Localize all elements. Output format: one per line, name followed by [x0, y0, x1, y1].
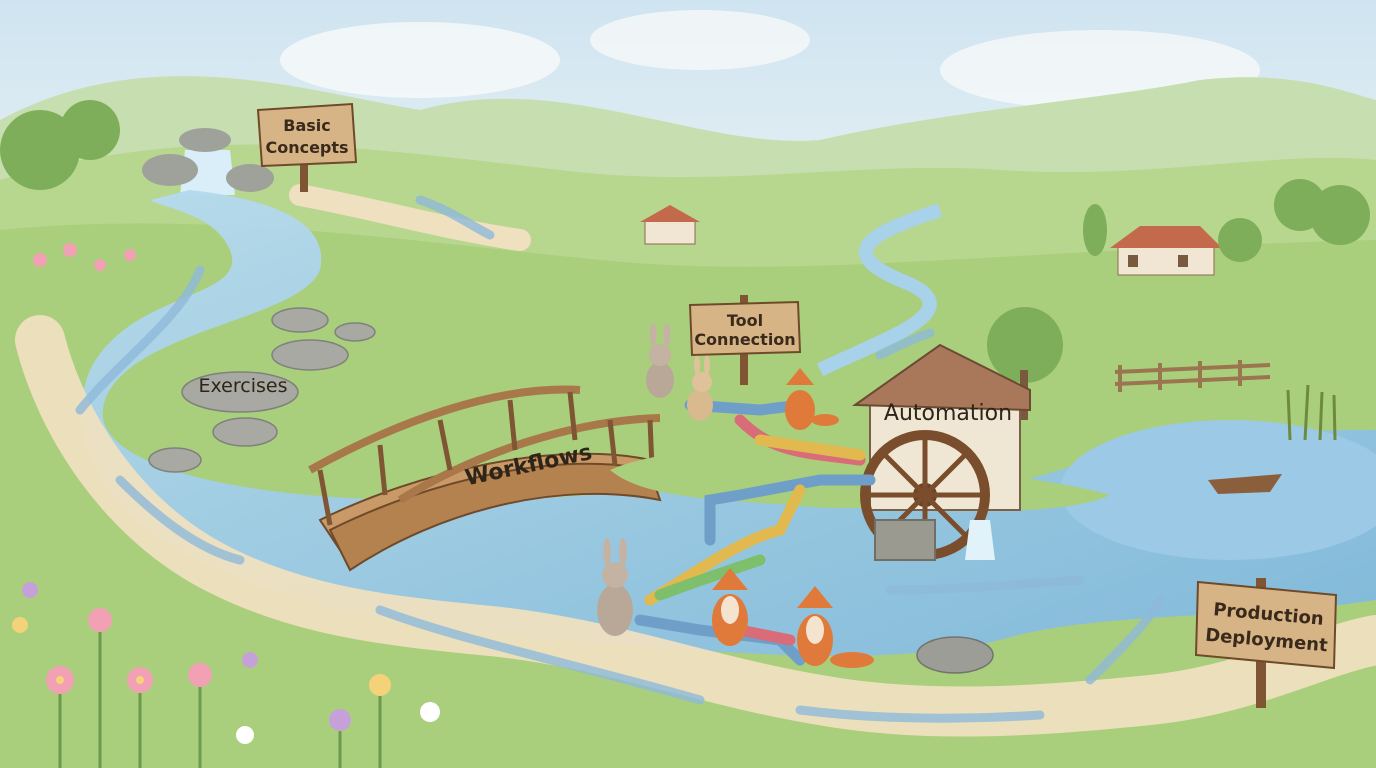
back-stream [816, 203, 943, 377]
flow-arrows [75, 195, 1165, 723]
wooden-bridge [308, 385, 662, 572]
sign-tool-connection: Tool Connection [688, 295, 802, 385]
boat [1208, 474, 1282, 494]
sign-basic-concepts: Basic Concepts [256, 102, 358, 192]
svg-text:Connection: Connection [694, 330, 795, 349]
waterfall [180, 150, 235, 195]
cloud [280, 22, 560, 98]
fox [712, 568, 748, 646]
trees [0, 100, 1370, 383]
dirt-path [15, 315, 1376, 737]
automation-label: Automation [884, 401, 1012, 426]
fence [1114, 360, 1271, 392]
bunny [687, 355, 713, 421]
fox [785, 368, 839, 430]
cloud [590, 10, 810, 70]
svg-text:Tool: Tool [727, 311, 763, 330]
svg-text:Concepts: Concepts [265, 138, 348, 157]
stepping-stones [148, 307, 376, 473]
reeds [1286, 384, 1337, 441]
farmhouse-left [640, 205, 700, 245]
flowers [12, 243, 440, 768]
svg-text:Basic: Basic [283, 116, 330, 135]
exercises-label: Exercises [199, 375, 288, 397]
fox [797, 586, 874, 668]
rocks [142, 128, 274, 192]
watermill [851, 343, 1031, 561]
sign-production-deployment: Production Deployment [1194, 578, 1338, 708]
bunny [597, 538, 633, 636]
farmhouse-right [1110, 226, 1222, 276]
boulder [916, 636, 994, 674]
bunny [646, 323, 674, 398]
